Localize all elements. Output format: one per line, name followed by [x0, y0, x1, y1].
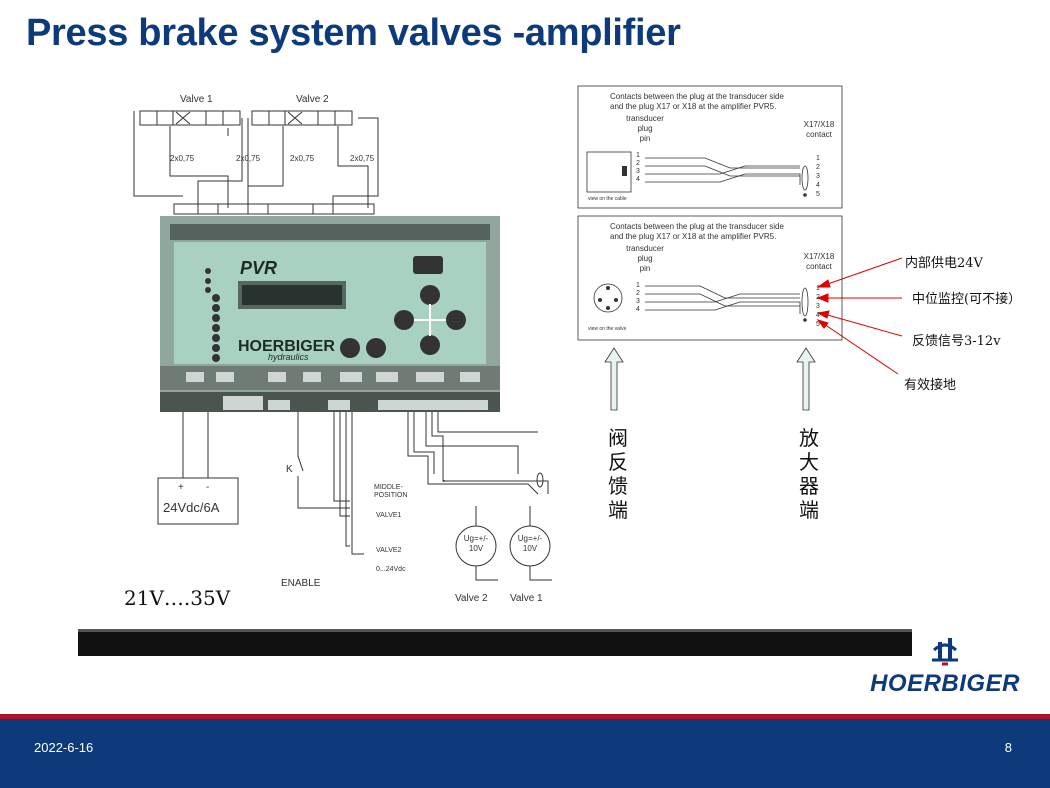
meter-valve2-label: Valve 2: [455, 593, 488, 604]
annotation-valve-feedback-end: 阀 反 馈 端: [608, 426, 628, 522]
top-left-pins: 1 2 3 4: [636, 152, 640, 184]
meter-valve1-label: Valve 1: [510, 593, 543, 604]
device-name: PVR: [240, 258, 278, 278]
bottom-view-note: view on the valve: [588, 326, 627, 332]
annotation-ground: 有效接地: [904, 378, 957, 393]
valve1-signal-label: VALVE1: [376, 512, 402, 519]
pin: 5: [816, 321, 820, 328]
hoerbiger-logo: HOERBIGER: [862, 636, 1028, 700]
pin: 4: [636, 176, 640, 183]
annotation-internal-24v: 内部供电24V: [905, 256, 983, 271]
pin: 4: [816, 182, 820, 189]
connector-diagrams: [577, 85, 903, 411]
bottom-left-pins: 1 2 3 4: [636, 282, 640, 314]
slide-title: Press brake system valves -amplifier: [26, 12, 681, 54]
wire-label-1: 2x0,75: [170, 154, 195, 163]
bottom-connector-header: Contacts between the plug at the transdu…: [610, 222, 784, 241]
pin: 4: [636, 306, 640, 313]
device-sub: hydraulics: [268, 352, 309, 362]
pin: 3: [816, 173, 820, 180]
switch-k-label: K: [286, 464, 293, 475]
top-connector-header: Contacts between the plug at the transdu…: [610, 92, 784, 111]
pin: 1: [816, 285, 820, 292]
top-right-head: X17/X18 contact: [803, 120, 835, 139]
wire-label-3: 2x0,75: [290, 154, 315, 163]
valve2-signal-label: VALVE2: [376, 547, 402, 554]
pin: 2: [816, 294, 820, 301]
logo-mark-icon: [932, 638, 958, 666]
ug-meter-label-1: Ug=+/- 10V: [517, 534, 543, 553]
pin: 3: [636, 298, 640, 305]
schematic-drawing: [78, 110, 912, 656]
device-brand: HOERBIGER: [238, 338, 335, 355]
valve1-label: Valve 1: [180, 94, 213, 105]
wire-label-2: 2x0,75: [236, 154, 261, 163]
footer-page-number: 8: [1004, 740, 1012, 755]
footer-bar: [0, 714, 1050, 788]
top-right-pins: 1 2 3 4 5: [816, 154, 820, 199]
bottom-right-head: X17/X18 contact: [803, 252, 835, 271]
footer-date: 2022-6-16: [34, 740, 94, 755]
supply-plus: +: [178, 482, 184, 493]
enable-label: ENABLE: [281, 578, 321, 589]
supply-minus: -: [206, 482, 210, 493]
wire-label-4: 2x0,75: [350, 154, 375, 163]
middle-position-label: MIDDLE- POSITION: [374, 484, 408, 499]
annotation-feedback: 反馈信号3-12v: [912, 334, 1001, 349]
valve2-label: Valve 2: [296, 94, 329, 105]
ug-meter-label-2: Ug=+/- 10V: [463, 534, 489, 553]
pin: 1: [636, 282, 640, 289]
bottom-left-head: transducer plug pin: [626, 244, 664, 273]
annotation-voltage-range: 21V….35V: [124, 586, 231, 610]
power-supply-label: 24Vdc/6A: [163, 500, 220, 515]
annotation-middle-monitor: 中位监控(可不接）: [912, 292, 1022, 307]
pin: 1: [636, 152, 640, 159]
pin: 5: [816, 191, 820, 198]
pin: 2: [816, 164, 820, 171]
pin: 4: [816, 312, 820, 319]
annotation-amplifier-end: 放 大 器 端: [799, 426, 819, 522]
top-view-note: view on the cable: [588, 196, 627, 202]
wiring-schematic: Valve 1 Valve 2 2x0,75 2x0,75 2x0,75 2x0…: [78, 76, 912, 656]
pin: 3: [816, 303, 820, 310]
bottom-right-pins: 1 2 3 4 5: [816, 284, 820, 329]
top-left-head: transducer plug pin: [626, 114, 664, 143]
logo-text: HOERBIGER: [870, 670, 1020, 697]
pin: 2: [636, 160, 640, 167]
pin: 3: [636, 168, 640, 175]
pin: 2: [636, 290, 640, 297]
range-label: 0...24Vdc: [376, 566, 406, 573]
pin: 1: [816, 155, 820, 162]
